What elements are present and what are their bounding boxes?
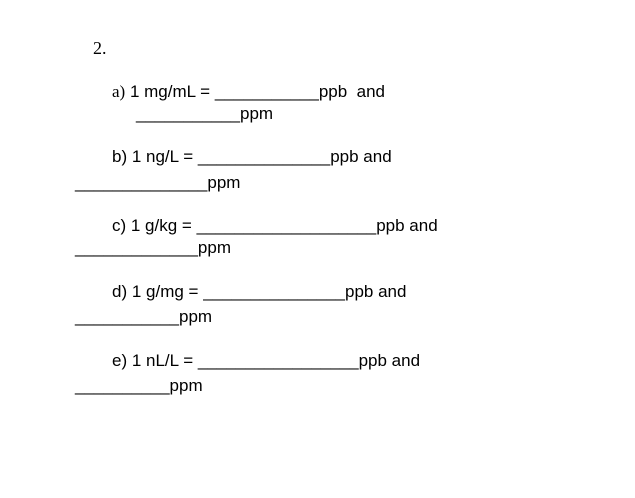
item-d-blank-ppm: ___________ppm	[75, 307, 213, 326]
item-d-blank-ppb: _______________ppb and	[203, 282, 407, 301]
item-c-line1: c) 1 g/kg = ___________________ppb and	[112, 216, 438, 236]
item-a-blank-ppb: 1 mg/mL = ___________ppb and	[125, 82, 385, 101]
item-a-blank-ppm: ___________ppm	[136, 104, 274, 123]
item-c-blank-ppm: _____________ppm	[75, 238, 231, 257]
item-d-label: d) 1 g/mg =	[112, 282, 204, 301]
item-b-line1: b) 1 ng/L = ______________ppb and	[112, 147, 392, 167]
item-d-line1: d) 1 g/mg = _______________ppb and	[112, 282, 406, 302]
item-c-label: c) 1 g/kg =	[112, 216, 197, 235]
question-number: 2.	[93, 38, 107, 58]
item-e-label: e) 1 nL/L =	[112, 351, 198, 370]
item-e-blank-ppb: _________________ppb and	[197, 351, 421, 370]
item-a-label: a)	[112, 82, 126, 101]
item-c-blank-ppb: ___________________ppb and	[196, 216, 438, 235]
item-a-line1: a) 1 mg/mL = ___________ppb and	[112, 82, 385, 102]
item-b-blank-ppm: ______________ppm	[75, 173, 241, 192]
item-b-label: b) 1 ng/L =	[112, 147, 198, 166]
item-e-line1: e) 1 nL/L = _________________ppb and	[112, 351, 420, 371]
item-e-blank-ppm: __________ppm	[75, 376, 203, 395]
item-b-blank-ppb: ______________ppb and	[197, 147, 392, 166]
